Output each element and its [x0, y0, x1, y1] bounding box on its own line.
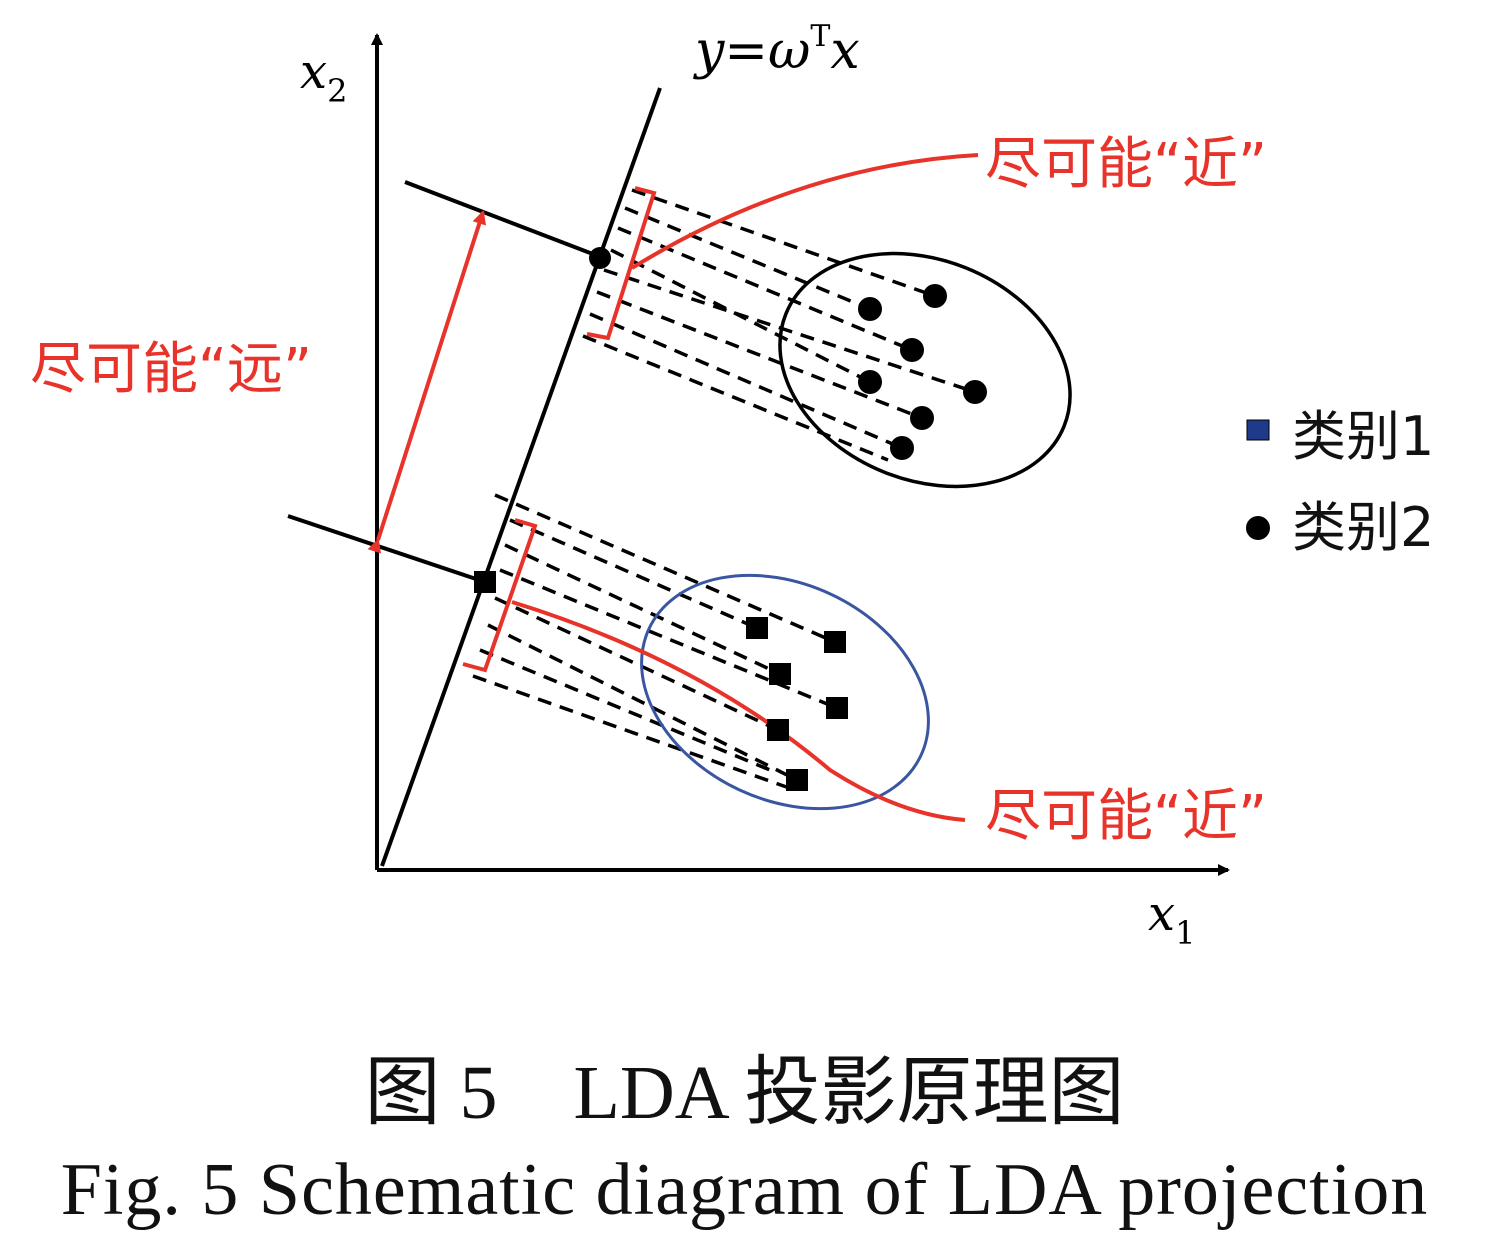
- legend: 类别1 类别2: [1246, 405, 1434, 559]
- square-marker-icon: [1246, 419, 1270, 441]
- class2-point: [923, 284, 947, 308]
- projection-line-label: y=ωTx: [693, 19, 860, 81]
- class1-projection-dashes: [472, 493, 838, 792]
- class1-ellipse: [640, 573, 930, 811]
- class1-point: [767, 719, 789, 741]
- class2-point: [858, 297, 882, 321]
- annotation-far: 尽可能“远”: [30, 337, 312, 402]
- class2-point: [963, 380, 987, 404]
- class1-point: [769, 663, 791, 685]
- annotation-near-bottom: 尽可能“近”: [985, 784, 1267, 849]
- class2-point: [858, 370, 882, 394]
- projection-line: [380, 87, 662, 867]
- class1-point: [824, 631, 846, 653]
- class2-point: [910, 406, 934, 430]
- class1-points: [746, 617, 848, 791]
- class1-point: [826, 697, 848, 719]
- class2-points: [858, 284, 987, 460]
- class2-point: [900, 338, 924, 362]
- figure-caption-english: Fig. 5 Schematic diagram of LDA projecti…: [60, 1149, 1429, 1231]
- far-distance-arrow: [367, 210, 487, 554]
- y-axis-label: x2: [300, 44, 347, 110]
- near-callout-top: [630, 153, 979, 270]
- near-bracket-bottom: [462, 518, 538, 673]
- class1-projected-point: [474, 571, 496, 593]
- annotation-near-top: 尽可能“近”: [985, 132, 1267, 197]
- circle-marker-icon: [1246, 516, 1270, 540]
- class2-projected-point: [589, 247, 611, 269]
- legend-label-class2: 类别2: [1292, 496, 1434, 559]
- class1-point: [786, 769, 808, 791]
- near-bracket-top: [586, 186, 657, 341]
- lda-diagram: x2 x1 y=ωTx: [30, 19, 1434, 952]
- class2-ellipse: [778, 251, 1072, 489]
- class2-point: [890, 436, 914, 460]
- near-callout-bottom: [511, 600, 966, 822]
- legend-label-class1: 类别1: [1292, 405, 1434, 468]
- class2-projection-dashes: [582, 188, 976, 462]
- perpendicular-line-top: [404, 180, 599, 258]
- figure-caption-chinese: 图 5 LDA 投影原理图: [364, 1051, 1125, 1135]
- x-axis-label: x1: [1148, 886, 1195, 952]
- class1-point: [746, 617, 768, 639]
- perpendicular-line-bottom: [287, 514, 486, 584]
